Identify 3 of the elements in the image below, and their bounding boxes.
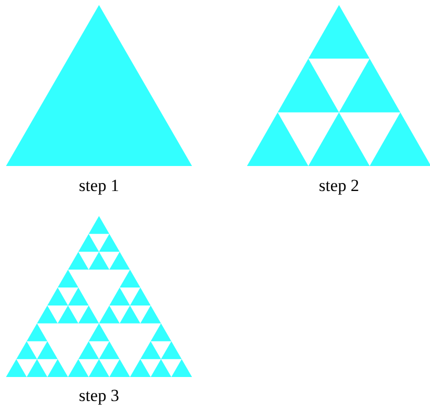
step-caption: step 1 [78,176,120,196]
step-caption: step 2 [318,176,360,196]
step-caption: step 3 [78,386,120,406]
